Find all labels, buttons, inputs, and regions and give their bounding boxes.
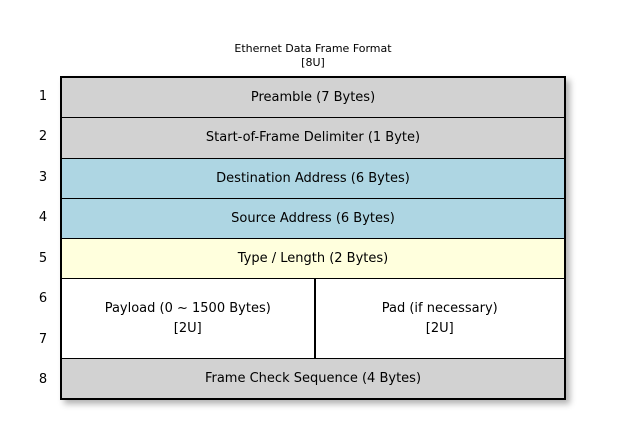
row-number-1: 1 — [38, 88, 48, 104]
row-number-5: 5 — [38, 250, 48, 266]
frame-field-frame-check-sequence-label: Frame Check Sequence (4 Bytes) — [204, 370, 422, 386]
frame-field-start-of-frame-delimiter: Start-of-Frame Delimiter (1 Byte) — [62, 118, 564, 159]
row-number-8: 8 — [38, 372, 48, 388]
page-title-subtitle: [8U] — [301, 56, 325, 69]
frame-field-source-address-label: Source Address (6 Bytes) — [231, 210, 395, 226]
page-title-main: Ethernet Data Frame Format — [234, 42, 392, 55]
frame-field-destination-address: Destination Address (6 Bytes) — [62, 158, 564, 199]
row-number-gutter: 1 2 3 4 5 6 7 8 — [30, 76, 56, 400]
frame-field-preamble: Preamble (7 Bytes) — [62, 78, 564, 119]
frame-field-type-length: Type / Length (2 Bytes) — [62, 239, 564, 280]
row-number-6: 6 — [38, 291, 48, 307]
row-number-7: 7 — [38, 331, 48, 347]
row-number-4: 4 — [38, 210, 48, 226]
frame-field-preamble-label: Preamble (7 Bytes) — [250, 90, 376, 106]
frame-field-type-length-label: Type / Length (2 Bytes) — [237, 251, 389, 267]
ethernet-frame-diagram: Preamble (7 Bytes) Start-of-Frame Delimi… — [60, 76, 566, 400]
row-number-2: 2 — [38, 129, 48, 145]
frame-field-pad-unit: [2U] — [425, 320, 454, 336]
frame-field-start-of-frame-delimiter-label: Start-of-Frame Delimiter (1 Byte) — [205, 130, 421, 146]
frame-field-frame-check-sequence: Frame Check Sequence (4 Bytes) — [62, 358, 564, 398]
frame-field-payload: Payload (0 ~ 1500 Bytes) [2U] — [62, 279, 316, 358]
frame-field-destination-address-label: Destination Address (6 Bytes) — [216, 170, 410, 186]
frame-field-payload-label: Payload (0 ~ 1500 Bytes) — [104, 300, 271, 316]
frame-field-pad-label: Pad (if necessary) — [381, 300, 498, 316]
frame-field-source-address: Source Address (6 Bytes) — [62, 198, 564, 239]
frame-field-payload-unit: [2U] — [173, 320, 202, 336]
frame-field-pad: Pad (if necessary) [2U] — [316, 279, 565, 358]
frame-field-payload-pad-band: Payload (0 ~ 1500 Bytes) [2U] Pad (if ne… — [62, 279, 564, 359]
row-number-3: 3 — [38, 169, 48, 185]
page-title: Ethernet Data Frame Format [8U] — [60, 42, 566, 70]
